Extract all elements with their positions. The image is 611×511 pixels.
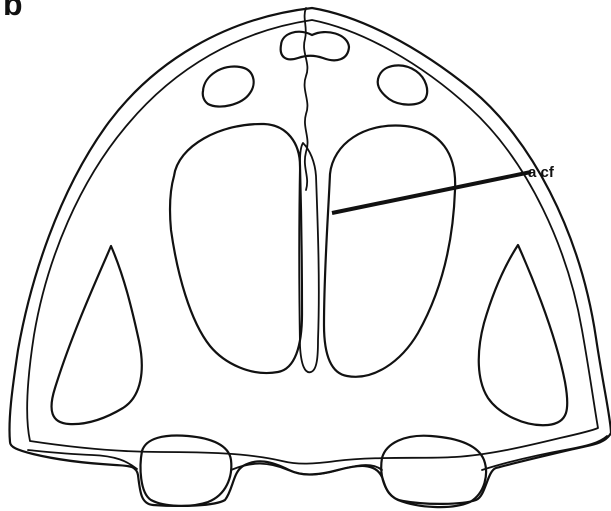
skull-outer-outline	[9, 8, 611, 506]
right-orbit	[324, 126, 455, 377]
left-posterior-lobe	[141, 436, 232, 506]
right-anterior-fenestra	[378, 65, 427, 104]
left-orbit	[170, 124, 302, 373]
acf-label: a cf	[528, 164, 555, 181]
skull-inner-rim	[27, 20, 598, 464]
left-anterior-fenestra	[203, 67, 254, 107]
right-posterior-lobe	[381, 436, 486, 507]
right-temporal-fenestra	[479, 245, 568, 425]
anterior-notch	[281, 32, 349, 60]
posterior-margin	[28, 436, 607, 475]
acf-leader-line	[332, 172, 531, 213]
left-temporal-fenestra	[52, 246, 142, 424]
panel-letter: b	[3, 0, 23, 22]
midline-suture	[304, 8, 308, 190]
